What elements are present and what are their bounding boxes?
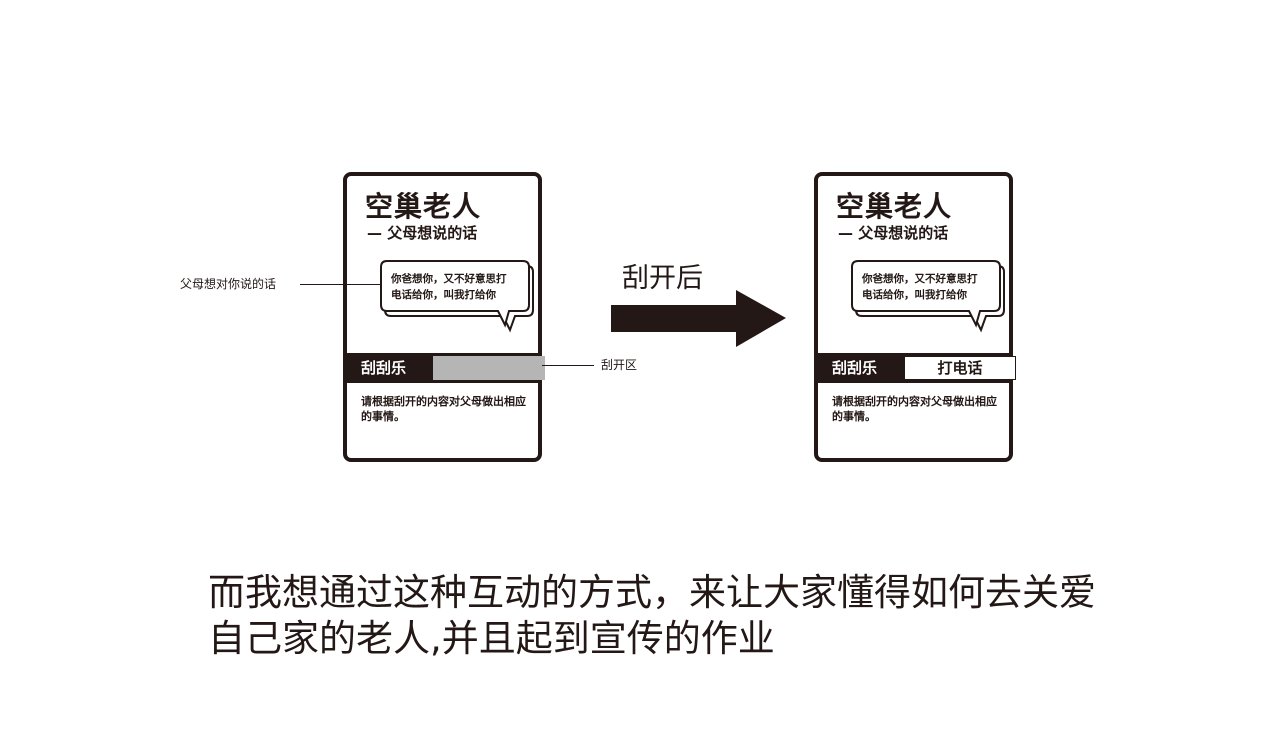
card-after: 空巢老人 — 父母想说的话 你爸想你，又不好意思打 电话给你，叫我打给你 刮刮乐… <box>814 172 1016 462</box>
arrow-label: 刮开后 <box>622 263 703 294</box>
bubble-annotation: 父母想对你说的话 <box>180 277 277 291</box>
scratch-annotation: 刮开区 <box>601 358 638 372</box>
band-label: 刮刮乐 <box>361 359 407 377</box>
scratch-area[interactable] <box>433 356 545 380</box>
bubble-text: 你爸想你，又不好意思打 电话给你，叫我打给你 <box>862 271 994 303</box>
bubble-leader-line <box>300 284 380 285</box>
bubble-line: 你爸想你，又不好意思打 <box>862 273 978 285</box>
band-label: 刮刮乐 <box>832 359 878 377</box>
caption-line-2: 自己家的老人,并且起到宣传的作业 <box>208 617 775 660</box>
bubble-line: 电话给你，叫我打给你 <box>391 289 496 301</box>
speech-bubble-icon <box>851 260 1005 333</box>
scratch-leader-line <box>542 365 594 366</box>
scratch-band: 刮刮乐 打电话 <box>818 353 1016 383</box>
scratch-band: 刮刮乐 <box>347 353 545 383</box>
card-title: 空巢老人 <box>365 190 482 223</box>
caption-line-1: 而我想通过这种互动的方式，来让大家懂得如何去关爱 <box>208 571 1096 614</box>
card-before: 空巢老人 — 父母想说的话 你爸想你，又不好意思打 电话给你，叫我打给你 刮刮乐… <box>343 172 545 462</box>
right-arrow-icon <box>611 290 786 347</box>
bubble-text: 你爸想你，又不好意思打 电话给你，叫我打给你 <box>391 271 523 303</box>
speech-bubble-icon <box>380 260 534 333</box>
card-subtitle: — 父母想说的话 <box>838 224 949 242</box>
card-subtitle: — 父母想说的话 <box>367 224 478 242</box>
revealed-text: 打电话 <box>904 356 1016 380</box>
instruction-text: 请根据刮开的内容对父母做出相应的事情。 <box>361 395 526 423</box>
card-title: 空巢老人 <box>836 190 953 223</box>
bubble-line: 你爸想你，又不好意思打 <box>391 273 507 285</box>
instruction-text: 请根据刮开的内容对父母做出相应的事情。 <box>832 395 997 423</box>
bubble-line: 电话给你，叫我打给你 <box>862 289 967 301</box>
